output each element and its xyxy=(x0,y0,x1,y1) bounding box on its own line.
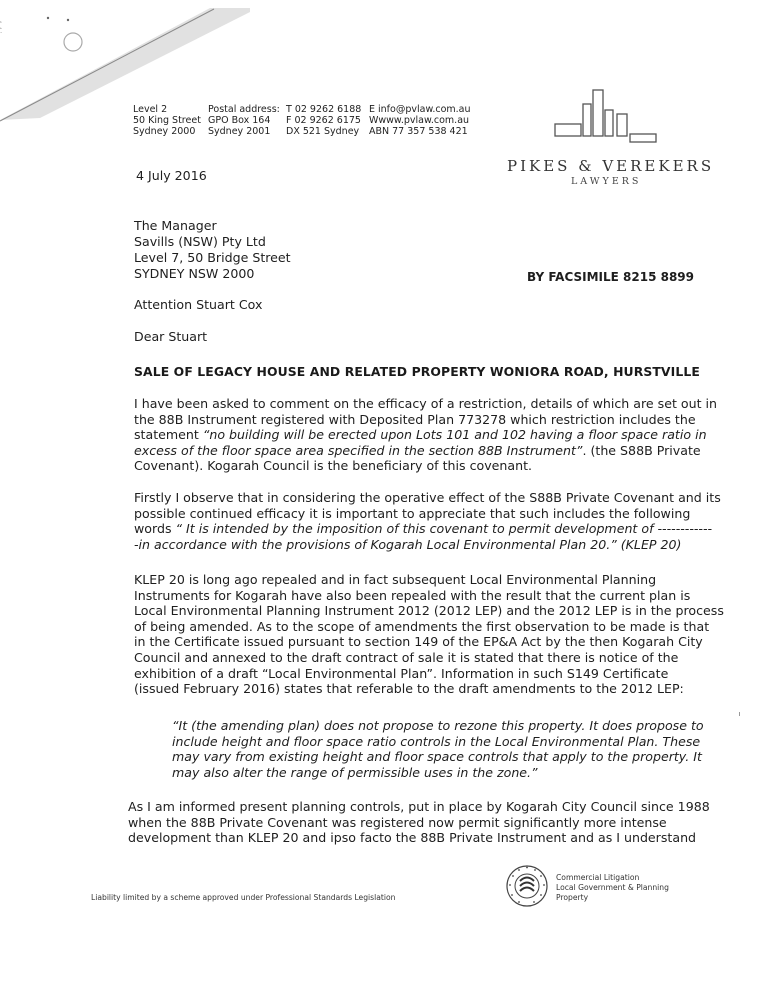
quote-line: may also alter the range of permissible … xyxy=(172,764,538,780)
text-line: As I am informed present planning contro… xyxy=(128,799,710,814)
text-line: Firstly I observe that in considering th… xyxy=(134,490,721,505)
fold-line-graphic xyxy=(0,8,250,122)
letterhead-phones: T 02 9262 6188 F 02 9262 6175 DX 521 Syd… xyxy=(286,104,361,137)
recipient-line: SYDNEY NSW 2000 xyxy=(134,266,255,281)
text-line: words “ It is intended by the imposition… xyxy=(134,521,721,537)
recipient-line: Level 7, 50 Bridge Street xyxy=(134,250,291,265)
text-line: -in accordance with the provisions of Ko… xyxy=(134,537,721,553)
text-span: . (the S88B Private xyxy=(582,442,701,458)
address-line: Sydney 2000 xyxy=(133,126,196,137)
liability-notice: Liability limited by a scheme approved u… xyxy=(91,893,396,902)
text-line: Instruments for Kogarah have also been r… xyxy=(134,587,691,603)
attention-line: Attention Stuart Cox xyxy=(134,297,263,312)
text-line: of being amended. As to the scope of ame… xyxy=(134,618,710,634)
salutation: Dear Stuart xyxy=(134,329,208,344)
firm-subtitle: LAWYERS xyxy=(571,176,642,187)
scan-speck xyxy=(739,712,740,716)
postal-line: GPO Box 164 xyxy=(208,115,271,126)
text-line: Local Environmental Planning Instrument … xyxy=(134,603,724,619)
phone-line: DX 521 Sydney xyxy=(286,126,360,137)
postal-line: Sydney 2001 xyxy=(208,126,271,137)
subject-heading: SALE OF LEGACY HOUSE AND RELATED PROPERT… xyxy=(134,364,700,379)
firm-name: PIKES & VEREKERS xyxy=(507,157,715,175)
fax-corner-artifact xyxy=(0,0,250,130)
paragraph-4: As I am informed present planning contro… xyxy=(128,799,710,846)
quoted-covenant: -in accordance with the provisions of Ko… xyxy=(134,536,617,552)
accreditation-list: Commercial Litigation Local Government &… xyxy=(556,873,669,903)
address-line: Level 2 xyxy=(133,104,168,115)
letterhead-address: Level 2 50 King Street Sydney 2000 xyxy=(133,104,201,137)
text-line: development than KLEP 20 and ipso facto … xyxy=(128,830,697,846)
address-line: 50 King Street xyxy=(133,115,201,126)
quote-line: “It (the amending plan) does not propose… xyxy=(172,718,704,733)
law-society-seal xyxy=(505,864,549,908)
letterhead-postal: Postal address: GPO Box 164 Sydney 2001 xyxy=(208,104,280,137)
text-line: in the Certificate issued pursuant to se… xyxy=(134,634,703,650)
quoted-restriction: “no building will be erected upon Lots 1… xyxy=(202,427,707,443)
fax-note: BY FACSIMILE 8215 8899 xyxy=(527,270,695,284)
text-line: KLEP 20 is long ago repealed and in fact… xyxy=(134,572,657,587)
quote-line: include height and floor space ratio con… xyxy=(172,733,701,749)
quote-line: may vary from existing height and floor … xyxy=(172,749,702,765)
firm-logo xyxy=(550,86,670,152)
recipient-block: The Manager Savills (NSW) Pty Ltd Level … xyxy=(134,218,291,282)
text-line: I have been asked to comment on the effi… xyxy=(134,396,718,411)
text-line: statement “no building will be erected u… xyxy=(134,427,717,443)
web-line: E info@pvlaw.com.au xyxy=(369,104,471,115)
paragraph-1: I have been asked to comment on the effi… xyxy=(134,396,717,474)
phone-line: F 02 9262 6175 xyxy=(286,115,361,126)
accreditation-item: Property xyxy=(556,893,589,902)
postal-line: Postal address: xyxy=(208,104,280,115)
web-line: Wwww.pvlaw.com.au xyxy=(369,115,470,126)
paragraph-2: Firstly I observe that in considering th… xyxy=(134,490,721,552)
paragraph-3: KLEP 20 is long ago repealed and in fact… xyxy=(134,572,724,697)
quoted-covenant: “ It is intended by the imposition of th… xyxy=(175,521,713,537)
recipient-line: The Manager xyxy=(134,218,217,233)
block-quote: “It (the amending plan) does not propose… xyxy=(172,718,704,780)
web-line: ABN 77 357 538 421 xyxy=(369,126,468,137)
text-line: excess of the floor space area specified… xyxy=(134,443,717,459)
text-line: (issued February 2016) states that refer… xyxy=(134,681,684,697)
letter-date: 4 July 2016 xyxy=(136,168,207,183)
text-span: statement xyxy=(134,427,203,443)
accreditation-item: Local Government & Planning xyxy=(556,883,669,892)
text-span: words xyxy=(134,521,176,537)
text-line: Covenant). Kogarah Council is the benefi… xyxy=(134,458,533,474)
text-span: (KLEP 20) xyxy=(616,536,682,552)
text-line: exhibition of a draft “Local Environment… xyxy=(134,665,669,681)
accreditation-item: Commercial Litigation xyxy=(556,873,640,882)
letterhead-web: E info@pvlaw.com.au Wwww.pvlaw.com.au AB… xyxy=(369,104,471,137)
text-line: when the 88B Private Covenant was regist… xyxy=(128,814,667,830)
phone-line: T 02 9262 6188 xyxy=(286,104,362,115)
text-line: Council and annexed to the draft contrac… xyxy=(134,649,679,665)
text-line: possible continued efficacy it is import… xyxy=(134,505,691,521)
building-logo-icon xyxy=(554,89,657,143)
text-line: the 88B Instrument registered with Depos… xyxy=(134,411,696,427)
quoted-restriction: excess of the floor space area specified… xyxy=(134,442,583,458)
law-society-seal-icon xyxy=(506,865,548,907)
corner-handwriting: dehia xyxy=(0,18,2,38)
recipient-line: Savills (NSW) Pty Ltd xyxy=(134,234,266,249)
